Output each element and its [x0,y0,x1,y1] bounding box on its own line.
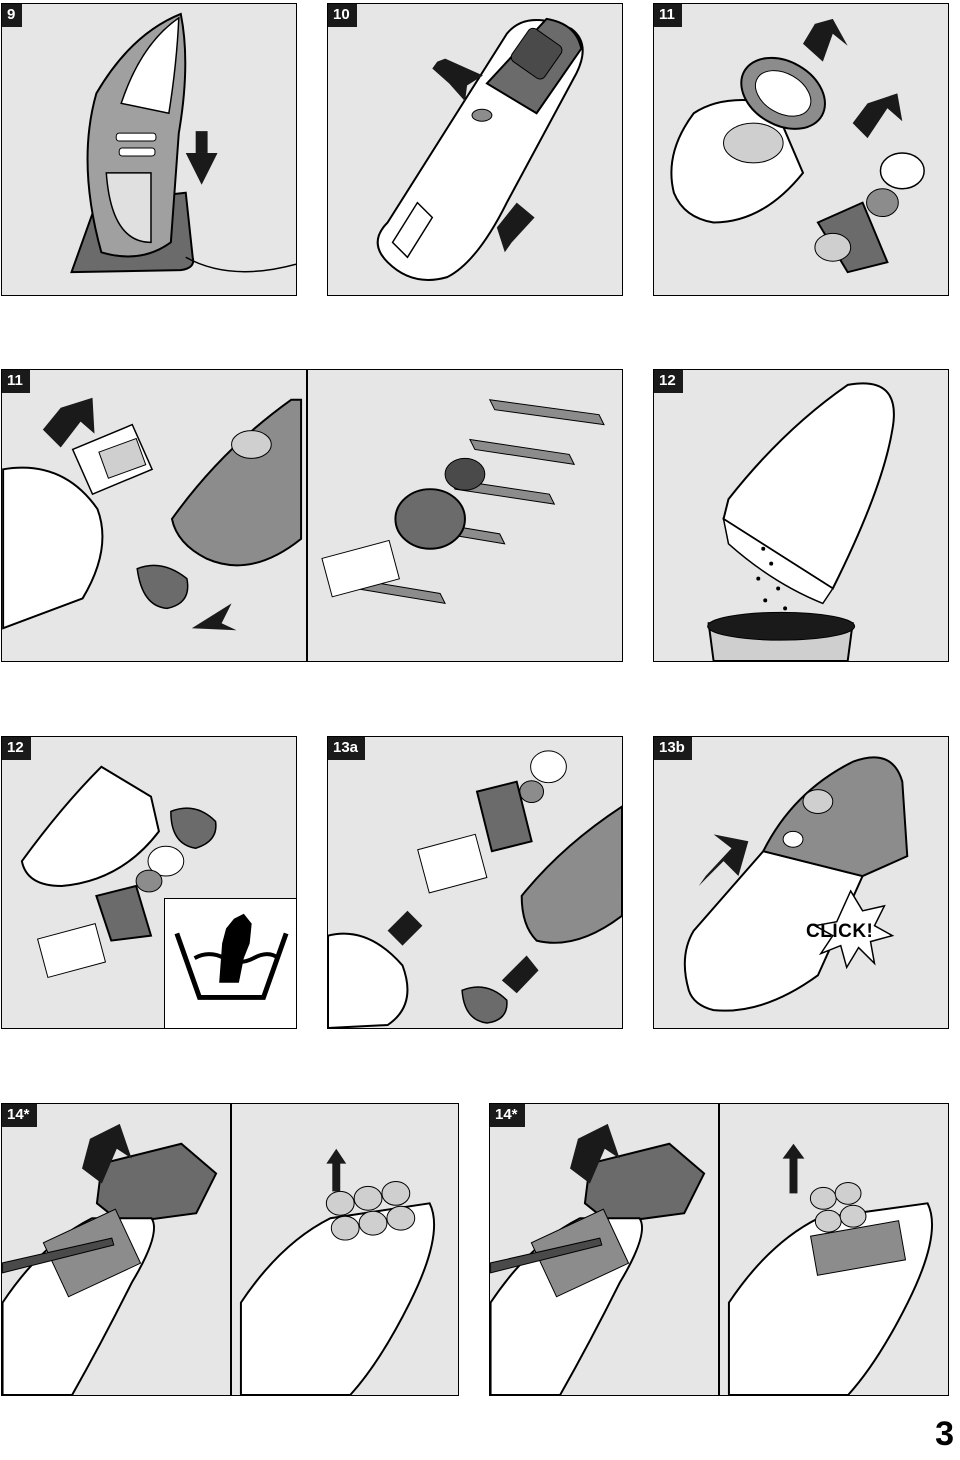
figure-label: 12 [2,737,31,760]
figure-14a-panel: 14* [1,1103,459,1396]
hand-wash-icon [174,913,289,1000]
emptying-dust-container-illustration [707,382,895,661]
figure-label: 10 [328,4,357,27]
figure-label: 14* [490,1104,525,1127]
panel-divider [718,1104,720,1395]
click-annotation: CLICK! [806,921,874,942]
figure-12b-panel: 12 [1,736,297,1029]
figure-11b-panel: 11 [1,369,623,662]
reassembly-illustration [328,750,622,1028]
figure-9-panel: 9 [1,3,297,296]
figure-label: 12 [654,370,683,393]
panel-divider [230,1104,232,1395]
filter-cleaning-illustration [2,397,605,631]
hand-wash-symbol-inset [164,898,296,1028]
battery-cover-release-illustration [376,17,584,281]
figure-11a-panel: 11 [653,3,949,296]
figure-13a-panel: 13a [327,736,623,1029]
figure-label: 11 [2,370,30,393]
figure-12a-panel: 12 [653,369,949,662]
page-number: 3 [935,1415,954,1453]
figure-14b-panel: 14* [489,1103,949,1396]
container-attachment-illustration [683,756,909,1012]
figure-label: 14* [2,1104,37,1127]
filter-removal-illustration [670,18,925,274]
figure-label: 11 [654,4,682,27]
panel-divider [306,370,308,661]
figure-label: 9 [2,4,23,27]
figure-label: 13a [328,737,366,760]
battery-pack-removal-illustration [490,1123,933,1395]
figure-13b-panel: 13b CLICK! [653,736,949,1029]
vacuum-on-charging-base-illustration [70,12,296,274]
washing-parts-illustration [20,765,217,979]
figure-label: 13b [654,737,692,760]
figure-10-panel: 10 [327,3,623,296]
battery-removal-illustration [2,1123,436,1395]
